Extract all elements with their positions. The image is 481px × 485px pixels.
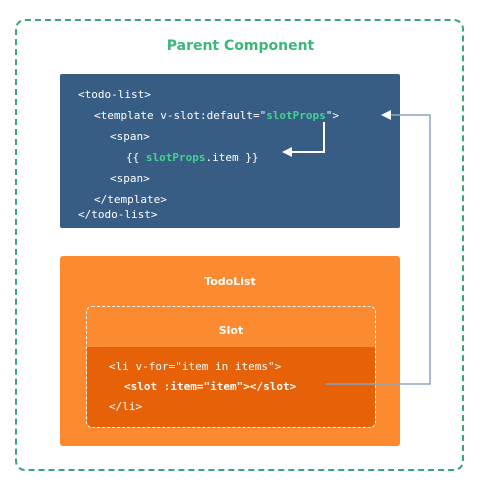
slot-to-template-connector bbox=[326, 114, 431, 385]
slot-props-item-highlight: slotProps bbox=[145, 151, 206, 164]
code-line-span-open: <span> bbox=[110, 130, 150, 143]
item-arrowhead bbox=[282, 147, 292, 157]
code-line-li-close: </li> bbox=[109, 400, 143, 413]
code-line-template-open: <template v-slot:default="slotProps"> bbox=[94, 109, 339, 122]
slot-box: Slot <li v-for="item in items"> <slot :i… bbox=[86, 306, 376, 428]
code-line-todo-list-close: </todo-list> bbox=[78, 208, 158, 221]
slot-code-block: <li v-for="item in items"> <slot :item="… bbox=[87, 347, 375, 427]
parent-component-outline bbox=[15, 19, 464, 471]
parent-component-title: Parent Component bbox=[166, 38, 315, 54]
template-open-suffix: "> bbox=[325, 109, 340, 122]
interpolation-close: .item }} bbox=[205, 151, 259, 164]
template-arrowhead bbox=[381, 110, 391, 120]
slot-title: Slot bbox=[218, 324, 244, 337]
code-line-todo-list-open: <todo-list> bbox=[78, 88, 151, 101]
interpolation-open: {{ bbox=[126, 151, 146, 164]
slot-props-highlight: slotProps bbox=[266, 109, 326, 122]
template-open-prefix: <template v-slot:default=" bbox=[94, 109, 267, 122]
code-line-slot-element: <slot :item="item"></slot> bbox=[124, 380, 297, 393]
code-line-li-open: <li v-for="item in items"> bbox=[109, 360, 282, 373]
code-line-interpolation: {{ slotProps.item }} bbox=[126, 151, 258, 164]
code-line-span-close: <span> bbox=[110, 172, 150, 185]
slot-props-to-item-connector bbox=[292, 122, 325, 153]
todolist-title: TodoList bbox=[204, 275, 256, 288]
code-line-template-close: </template> bbox=[94, 193, 167, 206]
todolist-component: TodoList Slot <li v-for="item in items">… bbox=[60, 256, 400, 446]
parent-code-block: <todo-list> <template v-slot:default="sl… bbox=[60, 74, 400, 228]
